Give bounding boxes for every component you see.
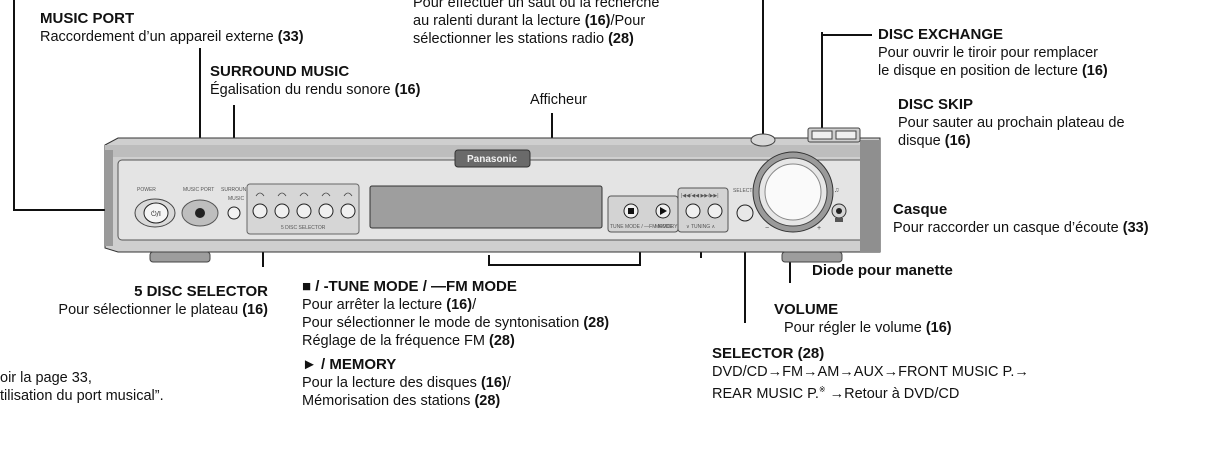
volume-plus-icon: + <box>817 225 821 232</box>
skip-panel: |◀◀/◀◀ ▶▶/▶▶| ∨ TUNING ∧ <box>677 187 729 233</box>
tuning-text: ∨ TUNING ∧ <box>686 224 716 230</box>
headphone-icon: ♫ <box>834 187 839 194</box>
disc-skip-label: DISC SKIP Pour sauter au prochain platea… <box>898 96 1125 149</box>
disc-button-5[interactable] <box>340 203 356 219</box>
disc-button-4[interactable] <box>318 203 334 219</box>
disc-selector-panel: 5 DISC SELECTOR <box>246 183 360 235</box>
play-icon <box>660 207 667 215</box>
afficheur-label: Afficheur <box>530 92 587 108</box>
music-port-label: MUSIC PORT Raccordement d’un appareil ex… <box>40 10 304 45</box>
disc-button-1[interactable] <box>252 203 268 219</box>
power-label-text: POWER <box>137 187 156 193</box>
surround-music-button[interactable] <box>227 206 241 220</box>
top-cut-label: Pour effectuer un saut ou la recherche a… <box>413 0 660 47</box>
skip-forward-button[interactable] <box>707 203 723 219</box>
skip-back-button[interactable] <box>685 203 701 219</box>
music-port-jack[interactable] <box>195 208 205 218</box>
open-close-button[interactable] <box>750 133 776 147</box>
stop-icon <box>628 208 634 214</box>
surround-text: SURROUND <box>221 187 250 193</box>
disc-exchange-label: DISC EXCHANGE Pour ouvrir le tiroir pour… <box>878 26 1108 79</box>
stop-play-panel: TUNE MODE / —FM MODE MEMORY <box>607 195 679 233</box>
disc-button-3[interactable] <box>296 203 312 219</box>
music-port-text: MUSIC PORT <box>183 187 214 193</box>
power-icon: ⏻/I <box>151 210 161 218</box>
memory-text: MEMORY <box>655 224 678 230</box>
surround-area: SURROUND MUSIC <box>221 187 250 220</box>
power-button[interactable] <box>143 202 169 224</box>
volume-minus-icon: − <box>765 225 769 232</box>
power-area: POWER ⏻/I <box>134 187 176 228</box>
volume-knob[interactable]: − + <box>752 151 834 233</box>
selector-text: SELECTOR <box>733 188 760 194</box>
casque-label: Casque Pour raccorder un casque d’écoute… <box>893 201 1149 236</box>
surround-music-label: SURROUND MUSIC Égalisation du rendu sono… <box>210 63 421 98</box>
selector-label: SELECTOR (28) DVD/CD→FM→AM→AUX→FRONT MUS… <box>712 345 1029 402</box>
brand-logo: Panasonic <box>467 154 517 165</box>
five-disc-label: 5 DISC SELECTOR Pour sélectionner le pla… <box>58 283 268 318</box>
selector-button[interactable] <box>736 204 754 222</box>
disc-selector-text: 5 DISC SELECTOR <box>281 225 326 231</box>
diode-label: Diode pour manette <box>812 262 953 279</box>
tune-mode-text: TUNE MODE / —FM MODE <box>610 224 673 230</box>
volume-label: VOLUME Pour régler le volume (16) <box>774 301 952 336</box>
skip-icons: |◀◀/◀◀ ▶▶/▶▶| <box>681 193 719 199</box>
surround-text-2: MUSIC <box>228 196 245 202</box>
disc-button-2[interactable] <box>274 203 290 219</box>
memory-label: ► / MEMORY Pour la lecture des disques (… <box>302 356 511 409</box>
music-port-area: MUSIC PORT <box>181 187 219 227</box>
remote-sensor <box>835 218 843 222</box>
footnote: oir la page 33, tilisation du port music… <box>0 370 164 404</box>
display-window <box>369 185 603 229</box>
tune-mode-label: ■ / -TUNE MODE / —FM MODE Pour arrêter l… <box>302 278 610 349</box>
